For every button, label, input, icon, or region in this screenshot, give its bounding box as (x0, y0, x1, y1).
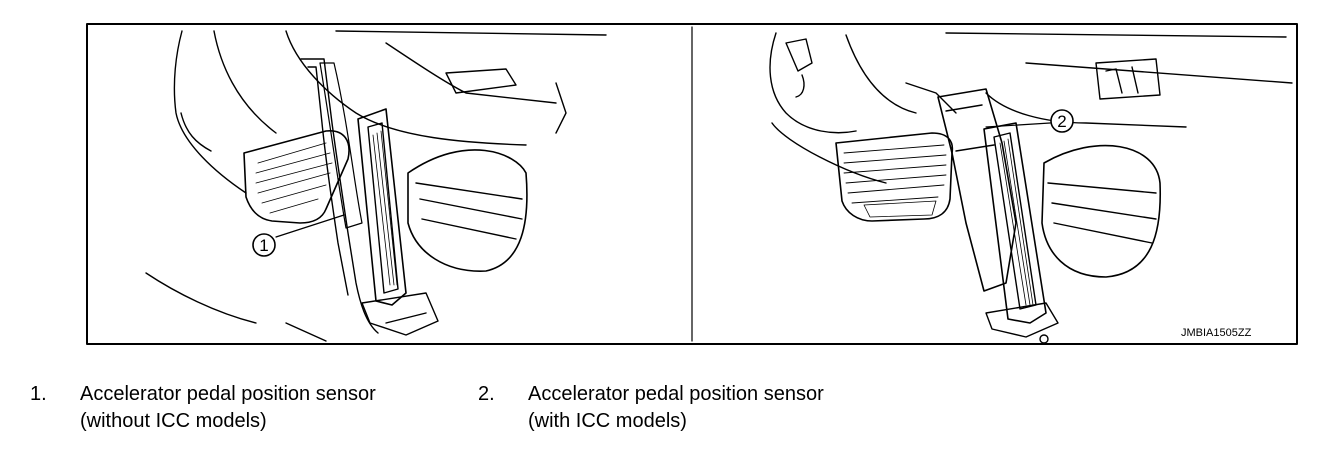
right-panel-drawing (769, 32, 1293, 344)
legend-item-2-description: Accelerator pedal position sensor (with … (528, 381, 824, 435)
callout-2-leader (985, 122, 1051, 128)
callout-2-circle (1050, 109, 1074, 133)
callout-1-label: 1 (259, 236, 268, 255)
callout-1-leader (275, 214, 345, 238)
figure-frame (86, 23, 1298, 345)
legend-item-1-line-1: Accelerator pedal position sensor (80, 383, 376, 405)
legend-item-1-description: Accelerator pedal position sensor (witho… (80, 381, 376, 435)
accelerator-pedal-icc (983, 122, 1059, 338)
legend-item-2-line-2: (with ICC models) (528, 410, 687, 432)
accelerator-pedal (357, 108, 439, 336)
sensor-2-body (937, 88, 1017, 292)
figure-code: JMBIA1505ZZ (1181, 327, 1252, 339)
legend-item-2-line-1: Accelerator pedal position sensor (528, 383, 824, 405)
brake-pedal-pad-icc (835, 132, 954, 222)
sensor-1-body (319, 62, 363, 229)
legend-item-1-line-2: (without ICC models) (80, 410, 267, 432)
callout-2-label: 2 (1057, 112, 1066, 131)
legend-item-2-number: 2. (478, 383, 495, 405)
left-panel-drawing (145, 30, 607, 342)
brake-pedal-pad (243, 130, 350, 224)
callout-1-circle (252, 233, 276, 257)
legend-item-1-number: 1. (30, 383, 47, 405)
illustration-figure: 1 (86, 23, 1298, 345)
